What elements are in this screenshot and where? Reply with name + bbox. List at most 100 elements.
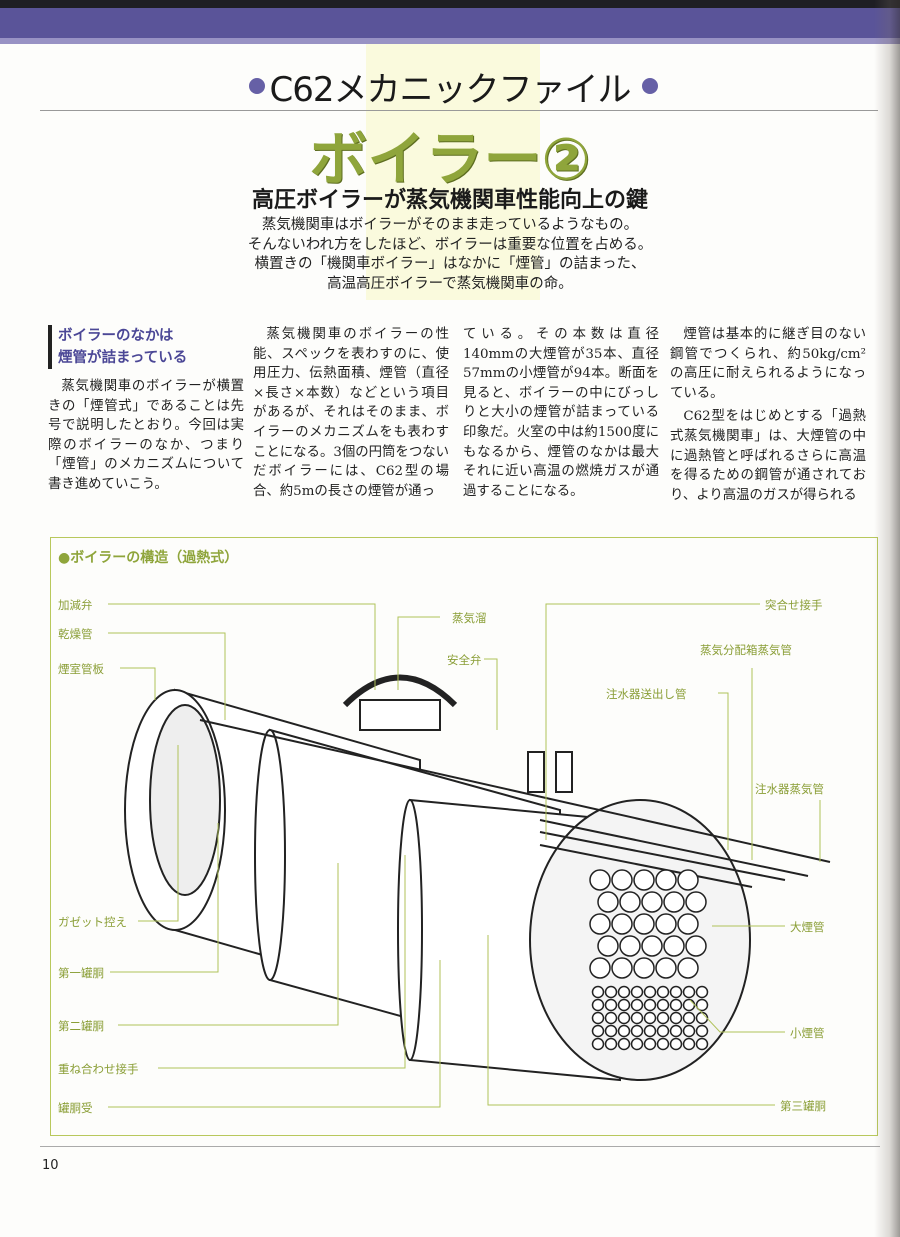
label-steam-dome: 蒸気溜 [452, 611, 487, 625]
label-safety-valve: 安全弁 [447, 653, 482, 667]
tube-end [655, 913, 677, 935]
tube-end [677, 913, 699, 935]
tube-end [643, 1024, 657, 1038]
tube-end [591, 985, 605, 999]
page-title: ボイラー② [309, 125, 591, 193]
lead-line: 蒸気機関車はボイラーがそのまま走っているようなもの。 [261, 217, 639, 233]
bullet-dot-icon [642, 78, 658, 94]
tube-end [617, 985, 631, 999]
paragraph: 蒸気機関車のボイラーの性能、スペックを表わすのに、使用圧力、伝熱面積、煙管（直径… [253, 327, 449, 499]
page-number: 10 [42, 1158, 59, 1173]
heading-line: 煙管が詰まっている [58, 350, 188, 366]
paragraph: C62型をはじめとする「過熱式蒸気機関車」は、大煙管の中に過熱管と呼ばれるさらに… [670, 409, 866, 503]
leader-lines [108, 603, 821, 1108]
label-injector-steam-pipe: 注水器蒸気管 [755, 782, 824, 796]
tube-end [591, 1037, 605, 1051]
tube-end [655, 869, 677, 891]
steam-dome [342, 674, 458, 708]
tube-end [682, 1011, 696, 1025]
label-smokebox-tubeplate: 煙室管板 [58, 662, 104, 676]
tube-end [685, 891, 707, 913]
tube-end [630, 998, 644, 1012]
tube-end [611, 957, 633, 979]
tube-end [611, 869, 633, 891]
tube-end [685, 935, 707, 957]
tube-end [630, 985, 644, 999]
tube-end [604, 985, 618, 999]
page-curl-shadow [874, 0, 900, 1237]
tube-end [589, 913, 611, 935]
tube-end [669, 998, 683, 1012]
tube-end [669, 1024, 683, 1038]
tube-end [591, 1011, 605, 1025]
tube-end [695, 1037, 709, 1051]
column-1: ボイラーのなかは 煙管が詰まっている 蒸気機関車のボイラーが横置きの「煙管式」で… [48, 325, 244, 495]
column-2: 蒸気機関車のボイラーの性能、スペックを表わすのに、使用圧力、伝熱面積、煙管（直径… [253, 325, 449, 501]
tube-end [695, 998, 709, 1012]
tube-end [682, 1037, 696, 1051]
label-lap-joint: 重ね合わせ接手 [58, 1062, 139, 1076]
lead-line: 高温高圧ボイラーで蒸気機関車の命。 [327, 275, 573, 292]
tube-end [604, 1024, 618, 1038]
tube-end [641, 935, 663, 957]
tube-end [591, 998, 605, 1012]
label-barrel-support: 罐胴受 [58, 1101, 93, 1115]
tube-end [617, 998, 631, 1012]
tube-end [656, 985, 670, 999]
subtitle: 高圧ボイラーが蒸気機関車性能向上の鍵 [251, 188, 648, 213]
lead-line: 横置きの「機関車ボイラー」はなかに「煙管」の詰まった、 [254, 256, 646, 272]
tube-end [630, 1037, 644, 1051]
tube-end [682, 985, 696, 999]
tube-end [633, 957, 655, 979]
tube-end [663, 935, 685, 957]
label-throttle-valve: 加減弁 [58, 598, 93, 612]
tube-end [669, 1011, 683, 1025]
paragraph: 蒸気機関車のボイラーが横置きの「煙管式」であることは先号で説明したとおり。今回は… [48, 379, 244, 492]
lead-text: 蒸気機関車はボイラーがそのまま走っているようなもの。 そんないわれ方をしたほど、… [0, 216, 900, 294]
smoke-tubes [589, 869, 709, 1051]
paragraph: 煙管は基本的に継ぎ目のない鋼管でつくられ、約50kg/cm²の高圧に耐えられるよ… [670, 327, 866, 401]
tube-end [677, 957, 699, 979]
tube-end [591, 1024, 605, 1038]
header-band [0, 0, 900, 44]
tube-end [641, 891, 663, 913]
tube-end [597, 935, 619, 957]
tube-end [695, 985, 709, 999]
tube-end [669, 1037, 683, 1051]
tube-end [663, 891, 685, 913]
tube-end [589, 957, 611, 979]
tube-end [656, 1024, 670, 1038]
tube-end [682, 1024, 696, 1038]
series-title: C62メカニックファイル [269, 70, 631, 110]
tube-end [617, 1011, 631, 1025]
highlight-column [366, 44, 540, 300]
tube-end [589, 869, 611, 891]
divider [40, 110, 878, 111]
tube-end [643, 998, 657, 1012]
label-small-flue: 小煙管 [790, 1026, 825, 1040]
tube-end [619, 891, 641, 913]
tube-end [633, 913, 655, 935]
tube-end [611, 913, 633, 935]
diagram-title: ●ボイラーの構造（過熱式） [58, 550, 239, 566]
tube-end [682, 998, 696, 1012]
tube-end [656, 1037, 670, 1051]
tube-end [597, 891, 619, 913]
label-steam-manifold-pipe: 蒸気分配箱蒸気管 [700, 643, 792, 657]
label-second-barrel: 第二罐胴 [58, 1019, 104, 1033]
label-large-flue: 大煙管 [790, 920, 825, 934]
label-dry-pipe: 乾燥管 [58, 627, 93, 641]
heading-line: ボイラーのなかは [58, 328, 174, 344]
label-injector-delivery-pipe: 注水器送出し管 [606, 687, 687, 701]
tube-end [677, 869, 699, 891]
safety-valve [527, 751, 545, 793]
tube-end [617, 1037, 631, 1051]
tube-end [643, 985, 657, 999]
footer-rule [40, 1146, 880, 1147]
label-first-barrel: 第一罐胴 [58, 966, 104, 980]
label-third-barrel: 第三罐胴 [780, 1099, 826, 1113]
bullet-dot-icon [249, 78, 265, 94]
tube-end [617, 1024, 631, 1038]
